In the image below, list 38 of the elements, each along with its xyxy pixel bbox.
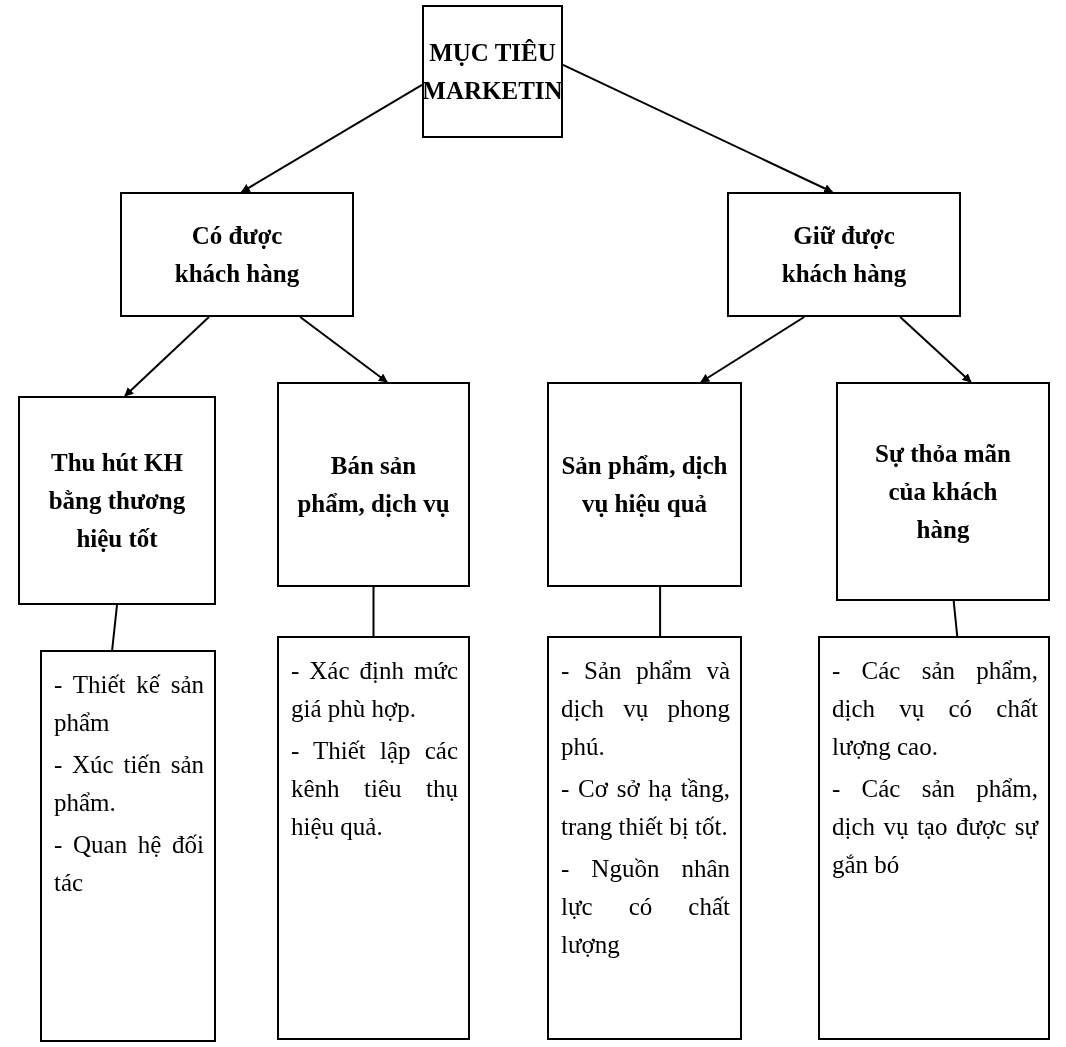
list-item: - Thiết lập các kênh tiêu thụ hiệu quả. xyxy=(291,736,458,842)
list-item: - Quan hệ đối tác xyxy=(54,830,204,898)
box-title: Giữ được khách hàng xyxy=(780,220,908,289)
heading-box xyxy=(18,396,216,605)
text-box xyxy=(547,636,742,1040)
list-item: - Xúc tiến sản phẩm. xyxy=(54,750,204,818)
box-title: Bán sản phẩm, dịch vụ xyxy=(297,450,450,519)
arrow xyxy=(700,316,806,383)
box-title: Sản phẩm, dịch vụ hiệu quả xyxy=(560,450,729,519)
text-box xyxy=(277,636,470,1040)
list-item: - Các sản phẩm, dịch vụ có chất lượng cao. xyxy=(832,656,1038,762)
heading-box xyxy=(727,192,961,317)
list-item: - Sản phẩm và dịch vụ phong phú. xyxy=(561,656,730,762)
heading-box xyxy=(277,382,470,587)
connector-line xyxy=(372,586,375,637)
arrow xyxy=(123,316,210,397)
text-box xyxy=(818,636,1050,1040)
box-title: Thu hút KH bằng thương hiệu tốt xyxy=(47,447,187,554)
text-box xyxy=(40,650,216,1042)
heading-box xyxy=(836,382,1050,601)
heading-box xyxy=(422,5,563,138)
list-item: - Thiết kế sản phẩm xyxy=(54,670,204,738)
heading-box xyxy=(547,382,742,587)
heading-box xyxy=(120,192,354,317)
list-item: - Xác định mức giá phù hợp. xyxy=(291,656,458,724)
connector-line xyxy=(952,600,959,637)
box-title: Có được khách hàng xyxy=(173,220,301,289)
arrow xyxy=(240,83,423,193)
list-item: - Nguồn nhân lực có chất lượng xyxy=(561,854,730,960)
arrow xyxy=(299,316,388,383)
connector-line xyxy=(659,586,662,637)
box-title: Sự thỏa mãn của khách hàng xyxy=(874,438,1012,545)
list-item: - Cơ sở hạ tầng, trang thiết bị tốt. xyxy=(561,774,730,842)
list-item: - Các sản phẩm, dịch vụ tạo được sự gắn bó xyxy=(832,774,1038,880)
box-title: MỤC TIÊU MARKETIN xyxy=(422,37,563,106)
connector-line xyxy=(111,604,118,651)
arrow xyxy=(899,316,972,383)
arrow xyxy=(562,63,834,193)
